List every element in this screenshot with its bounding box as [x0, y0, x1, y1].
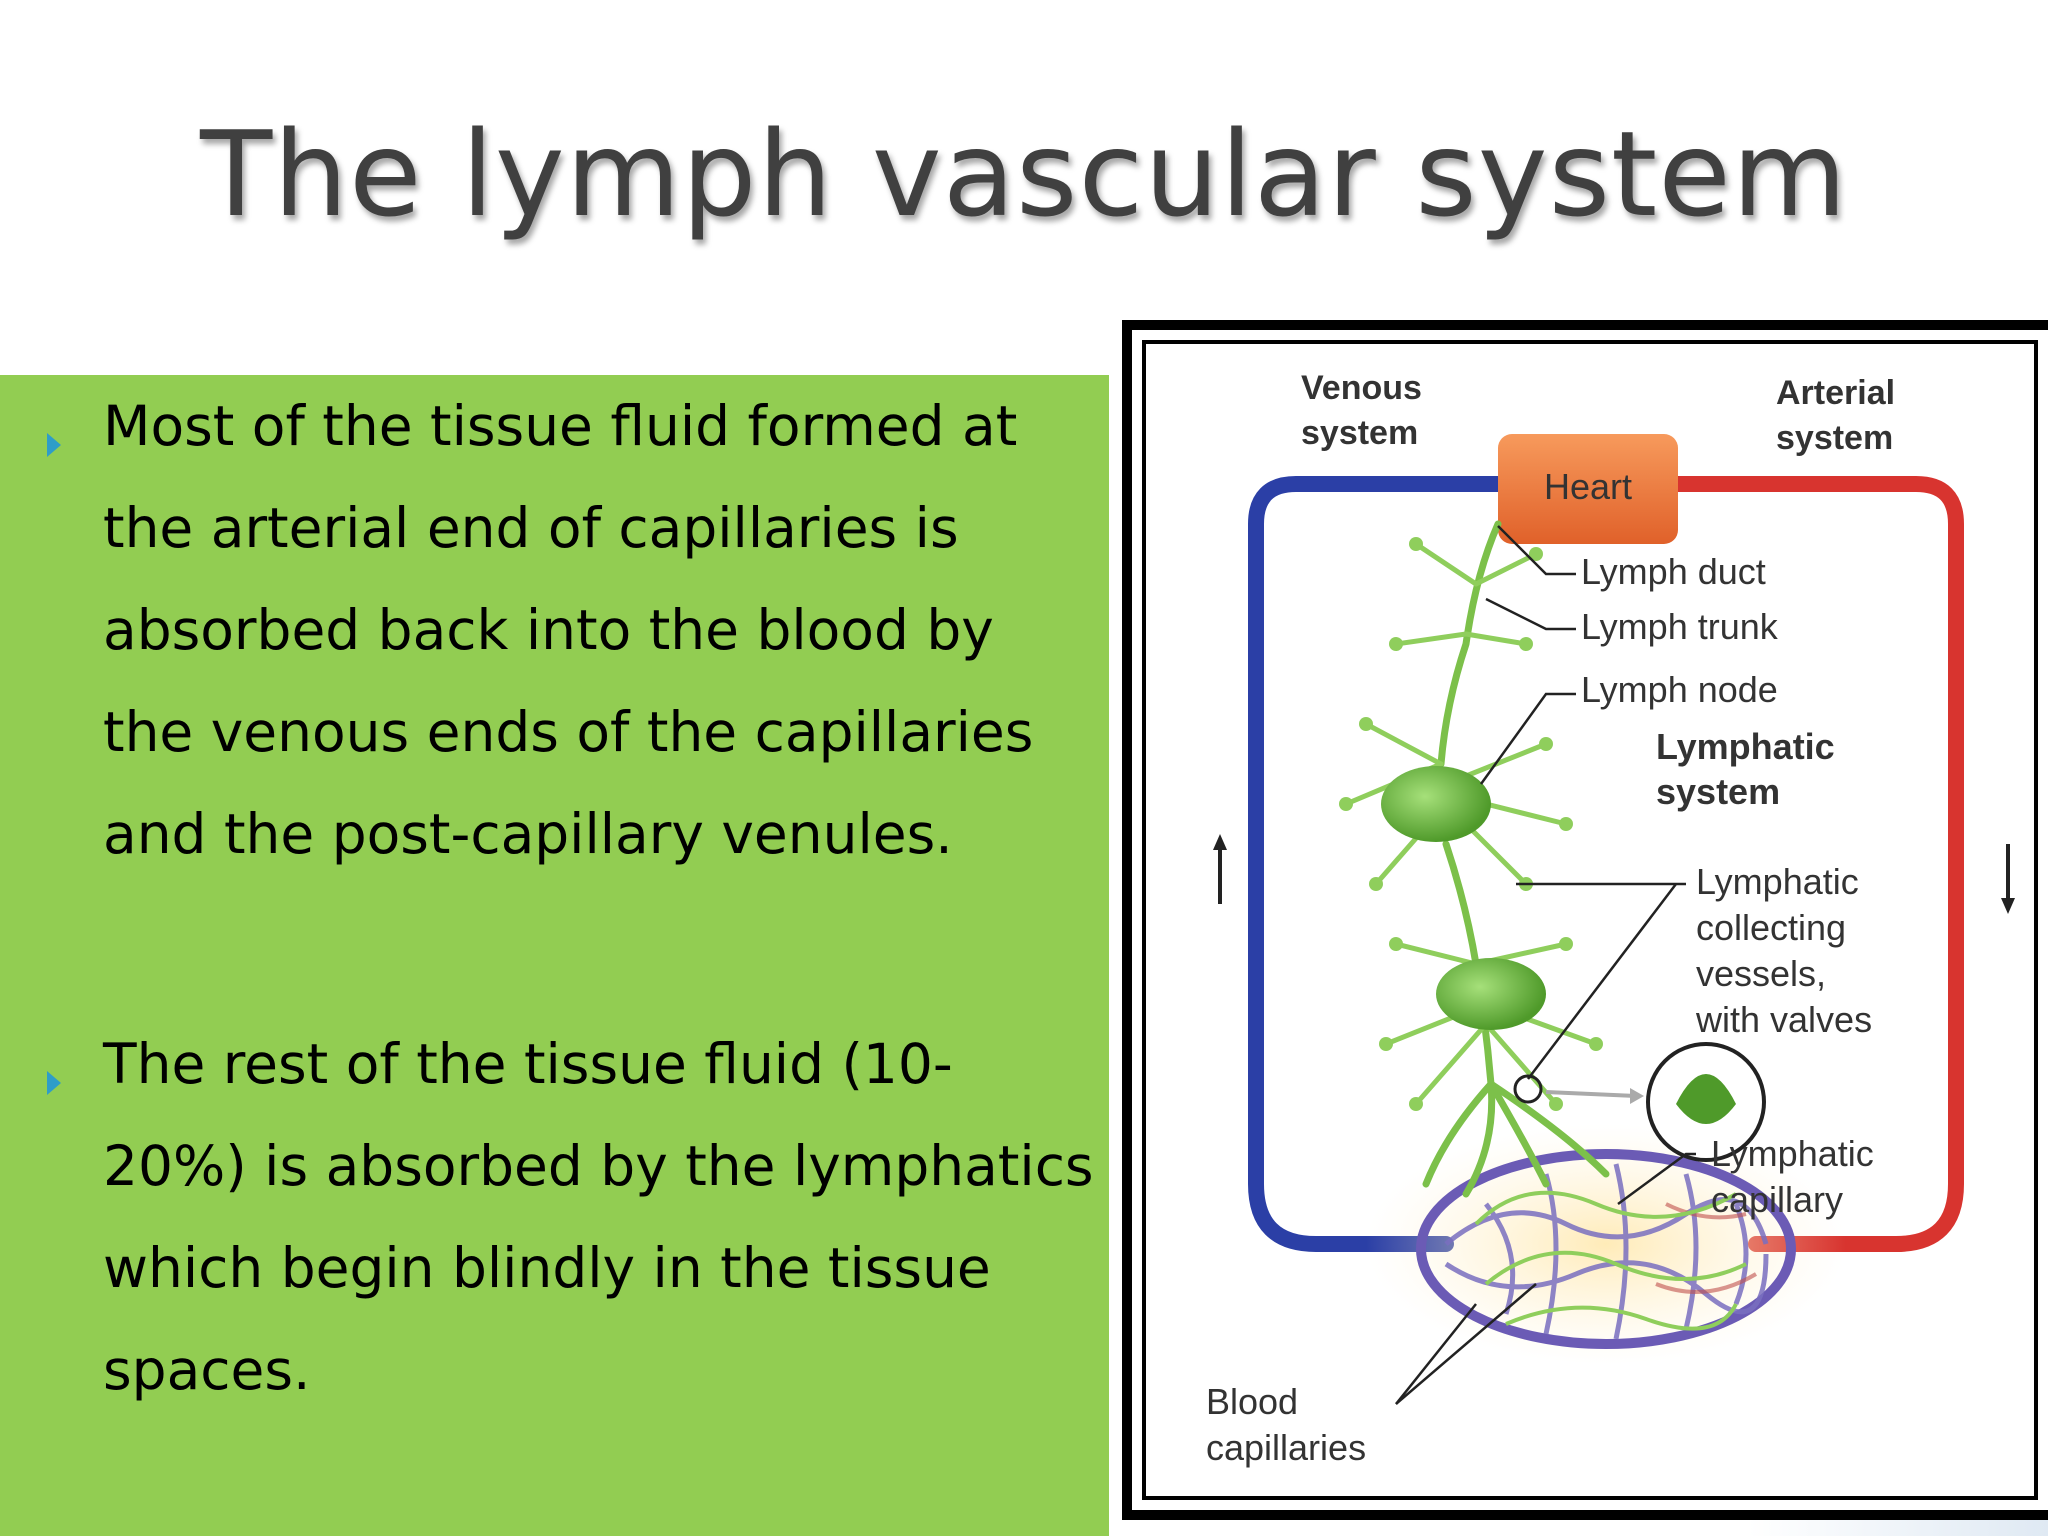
upward-flow-arrow-icon — [1213, 834, 1227, 904]
lymph-duct-label: Lymph duct — [1581, 551, 1766, 592]
lymphatic-diagram: Heart — [1206, 369, 2015, 1468]
lymphatic-system-label-line1: Lymphatic — [1656, 726, 1835, 767]
downward-flow-arrow-icon — [2001, 844, 2015, 914]
corner-decoration — [1748, 1520, 2048, 1536]
figure-frame: Heart — [1122, 320, 2048, 1520]
bullet-line: and the post-capillary venules. — [103, 802, 953, 866]
lymphatic-capillary-label-line1: Lymphatic — [1711, 1133, 1874, 1174]
heart-shape — [1498, 434, 1678, 544]
figure-box: Heart — [1142, 340, 2038, 1500]
lymphatic-capillary-label-line2: capillary — [1711, 1179, 1843, 1220]
lymph-node-lower — [1436, 958, 1546, 1030]
collecting-label-line3: vessels, — [1696, 953, 1826, 994]
lymph-node-label: Lymph node — [1581, 669, 1778, 710]
lymphatic-system-label-line2: system — [1656, 771, 1780, 812]
lymph-node-upper — [1381, 766, 1491, 842]
arterial-vessel — [1670, 476, 1964, 1252]
venous-vessel — [1248, 476, 1506, 1252]
collecting-label-line2: collecting — [1696, 907, 1846, 948]
bullet-line: The rest of the tissue fluid (10- — [103, 1032, 953, 1096]
bullet-arrow-icon — [45, 1069, 63, 1097]
bullet-line: spaces. — [103, 1338, 311, 1402]
blood-capillaries-label-line1: Blood — [1206, 1381, 1298, 1422]
capillary-bed — [1416, 1149, 1796, 1349]
arterial-label-line2: system — [1776, 419, 1893, 457]
text-panel: Most of the tissue fluid formed at the a… — [0, 375, 1109, 1536]
heart-label: Heart — [1544, 466, 1632, 507]
figure-matte: Heart — [1132, 330, 2048, 1510]
collecting-label-line1: Lymphatic — [1696, 861, 1859, 902]
bullet-paragraph-2: The rest of the tissue fluid (10- 20%) i… — [103, 1013, 1103, 1421]
bullet-line: which begin blindly in the tissue — [103, 1236, 991, 1300]
lymph-trunk-label: Lymph trunk — [1581, 606, 1779, 647]
bullet-line: 20%) is absorbed by the lymphatics — [103, 1134, 1094, 1198]
blood-capillaries-label-line2: capillaries — [1206, 1427, 1366, 1468]
bullet-line: the arterial end of capillaries is — [103, 496, 959, 560]
venous-label-line2: system — [1301, 414, 1418, 452]
collecting-label-line4: with valves — [1695, 999, 1872, 1040]
arterial-label-line1: Arterial — [1776, 374, 1895, 412]
bullet-line: the venous ends of the capillaries — [103, 700, 1034, 764]
bullet-line: Most of the tissue fluid formed at — [103, 394, 1018, 458]
bullet-arrow-icon — [45, 431, 63, 459]
bullet-line: absorbed back into the blood by — [103, 598, 994, 662]
venous-label-line1: Venous — [1301, 369, 1422, 407]
slide-title: The lymph vascular system — [200, 105, 1848, 243]
bullet-paragraph-1: Most of the tissue fluid formed at the a… — [103, 375, 1103, 885]
